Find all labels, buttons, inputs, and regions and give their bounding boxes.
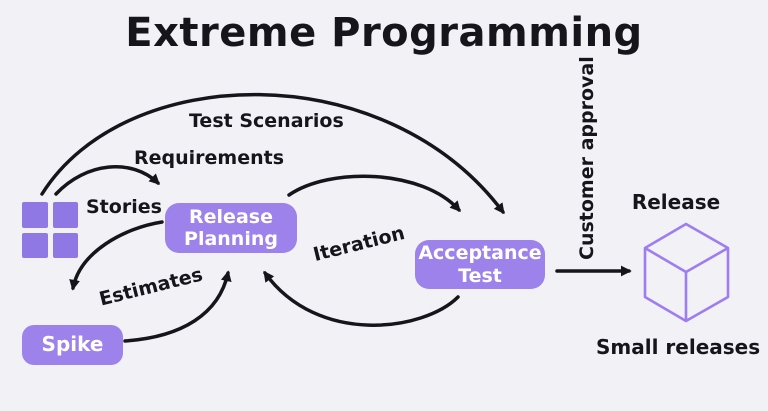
requirements-arrow (54, 165, 160, 196)
iteration-bottom-arrow (263, 270, 460, 327)
grid-icon-square (52, 202, 78, 228)
estimates-arrow (123, 270, 232, 343)
stories-grid-icon (22, 202, 78, 258)
node-release-planning: Release Planning (165, 203, 297, 253)
grid-icon-square (22, 202, 48, 228)
node-spike: Spike (22, 325, 123, 365)
stories-label: Stories (86, 196, 162, 218)
cube-icon (643, 222, 730, 323)
node-acceptance-test: Acceptance Test (415, 240, 545, 289)
requirements-label: Requirements (134, 147, 285, 169)
customer-approval-label: Customer approval (576, 56, 598, 260)
planning-to-spike-arrow (69, 220, 164, 291)
release-label: Release (631, 190, 721, 214)
test-scenarios-label: Test Scenarios (189, 110, 344, 132)
page-title: Extreme Programming (125, 10, 643, 56)
grid-icon-square (22, 232, 48, 258)
small-releases-label: Small releases (596, 335, 761, 359)
iteration-top-arrow (287, 174, 461, 213)
grid-icon-square (52, 232, 78, 258)
test-scenarios-arrow (40, 92, 505, 215)
